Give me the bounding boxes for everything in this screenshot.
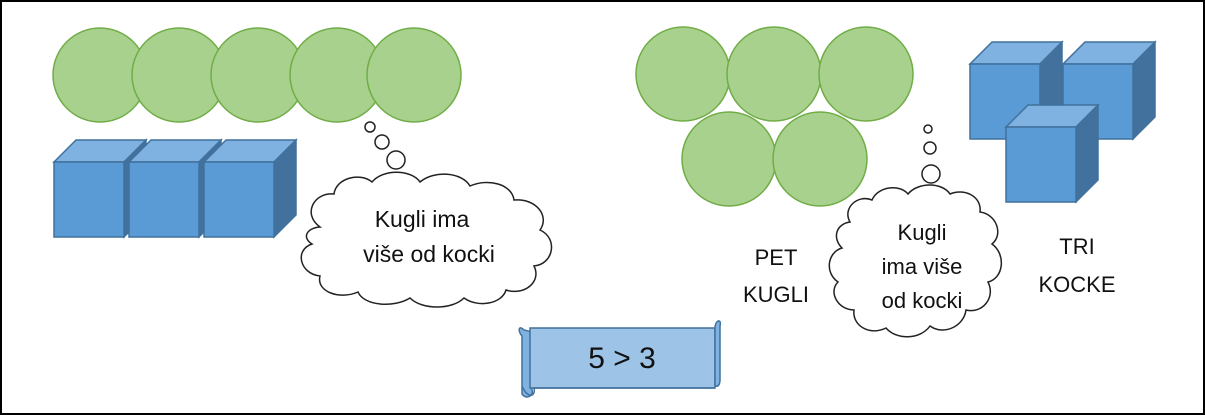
right-balls-label-line-2: KUGLI xyxy=(743,282,809,307)
right-thought-cloud xyxy=(828,184,1002,338)
left-thought-cloud xyxy=(300,171,553,308)
right-ball xyxy=(726,26,822,122)
left-thought-line-1: Kugli ima xyxy=(375,206,470,232)
right-thought-dots xyxy=(921,124,941,184)
left-thought-line-2: više od kocki xyxy=(363,241,495,267)
left-cube xyxy=(203,139,297,238)
left-thought-dots xyxy=(364,121,406,170)
right-cubes-group xyxy=(969,41,1156,203)
right-balls-label-line-1: PET xyxy=(755,245,798,270)
right-cube xyxy=(1005,104,1099,203)
right-ball xyxy=(772,111,868,207)
right-cubes-label-line-2: KOCKE xyxy=(1038,272,1115,297)
left-ball xyxy=(366,27,462,123)
comparison-scroll xyxy=(518,320,722,398)
right-thought-line-3: od kocki xyxy=(882,288,963,313)
right-balls-group xyxy=(635,26,914,207)
right-cubes-label-line-1: TRI xyxy=(1059,234,1094,259)
right-thought-line-2: ima više xyxy=(882,254,963,279)
left-cubes-row xyxy=(53,139,297,238)
right-ball xyxy=(818,26,914,122)
left-balls-row xyxy=(52,27,462,123)
right-thought-line-1: Kugli xyxy=(898,220,947,245)
comparison-text: 5 > 3 xyxy=(588,342,656,375)
right-ball xyxy=(681,111,777,207)
right-ball xyxy=(635,26,731,122)
